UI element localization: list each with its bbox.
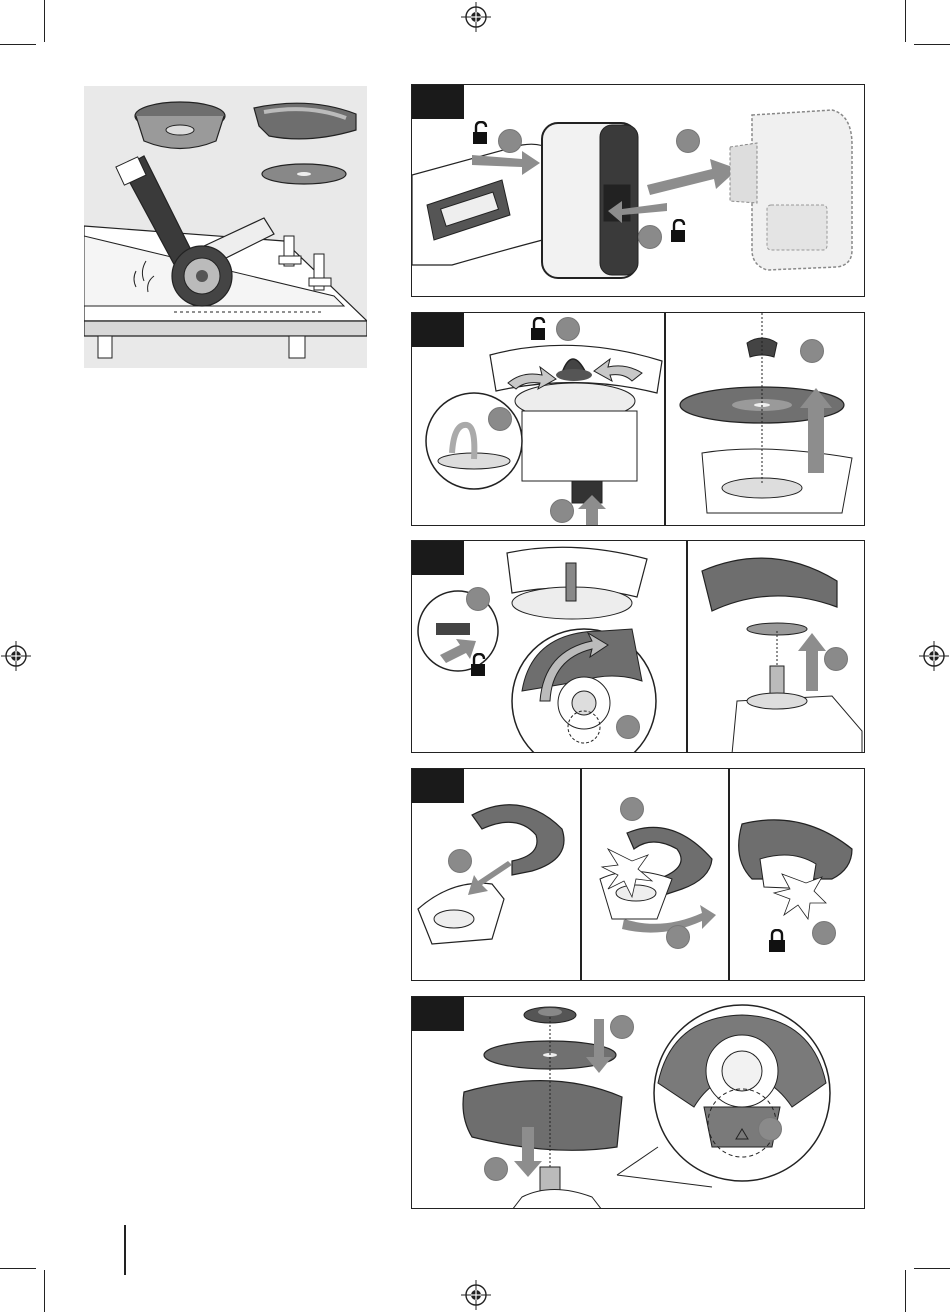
step-panel-4 bbox=[411, 768, 865, 981]
step-marker-4c-icon bbox=[666, 925, 690, 949]
crop-mark-bottom-right-h bbox=[914, 1268, 950, 1269]
grinder-on-workbench-drawing bbox=[84, 86, 367, 368]
step-panel-2 bbox=[411, 312, 865, 526]
crop-mark-top-left-h bbox=[0, 44, 36, 45]
overview-illustration bbox=[84, 86, 367, 368]
crop-mark-bottom-left-v bbox=[44, 1270, 45, 1312]
step-marker-1a-icon bbox=[498, 129, 522, 153]
registration-mark-right-icon bbox=[919, 641, 949, 671]
step-marker-3c-icon bbox=[824, 647, 848, 671]
step-panel-1 bbox=[411, 84, 865, 297]
registration-mark-left-icon bbox=[1, 641, 31, 671]
step-marker-3a-icon bbox=[466, 587, 490, 611]
step-marker-2b-icon bbox=[488, 407, 512, 431]
step-marker-1b-icon bbox=[676, 129, 700, 153]
remove-battery-drawing bbox=[412, 85, 865, 297]
registration-mark-bottom-icon bbox=[461, 1280, 491, 1310]
step-panel-5 bbox=[411, 996, 865, 1209]
step-marker-4d-icon bbox=[812, 921, 836, 945]
crop-mark-bottom-left-h bbox=[0, 1268, 36, 1269]
step-marker-5b-icon bbox=[484, 1157, 508, 1181]
step-marker-4b-icon bbox=[620, 797, 644, 821]
padlock-open-icon bbox=[670, 219, 688, 243]
padlock-open-icon bbox=[470, 653, 488, 677]
step-panel-3 bbox=[411, 540, 865, 753]
padlock-open-icon bbox=[530, 317, 548, 341]
step-marker-3b-icon bbox=[616, 715, 640, 739]
step-marker-5c-icon bbox=[758, 1117, 782, 1141]
reassemble-drawing bbox=[412, 997, 865, 1209]
padlock-open-icon bbox=[472, 121, 490, 145]
step-marker-5a-icon bbox=[610, 1015, 634, 1039]
step-marker-2d-icon bbox=[800, 339, 824, 363]
padlock-closed-icon bbox=[768, 929, 786, 953]
step-marker-2c-icon bbox=[550, 499, 574, 523]
page-edge-rule bbox=[124, 1225, 126, 1275]
remove-flange-nut-drawing bbox=[412, 313, 865, 526]
step-marker-4a-icon bbox=[448, 849, 472, 873]
step-marker-1c-icon bbox=[638, 225, 662, 249]
crop-mark-top-left-v bbox=[44, 0, 45, 42]
crop-mark-bottom-right-v bbox=[905, 1270, 906, 1312]
registration-mark-top-icon bbox=[461, 2, 491, 32]
step-marker-2a-icon bbox=[556, 317, 580, 341]
crop-mark-top-right-h bbox=[914, 44, 950, 45]
crop-mark-top-right-v bbox=[905, 0, 906, 42]
